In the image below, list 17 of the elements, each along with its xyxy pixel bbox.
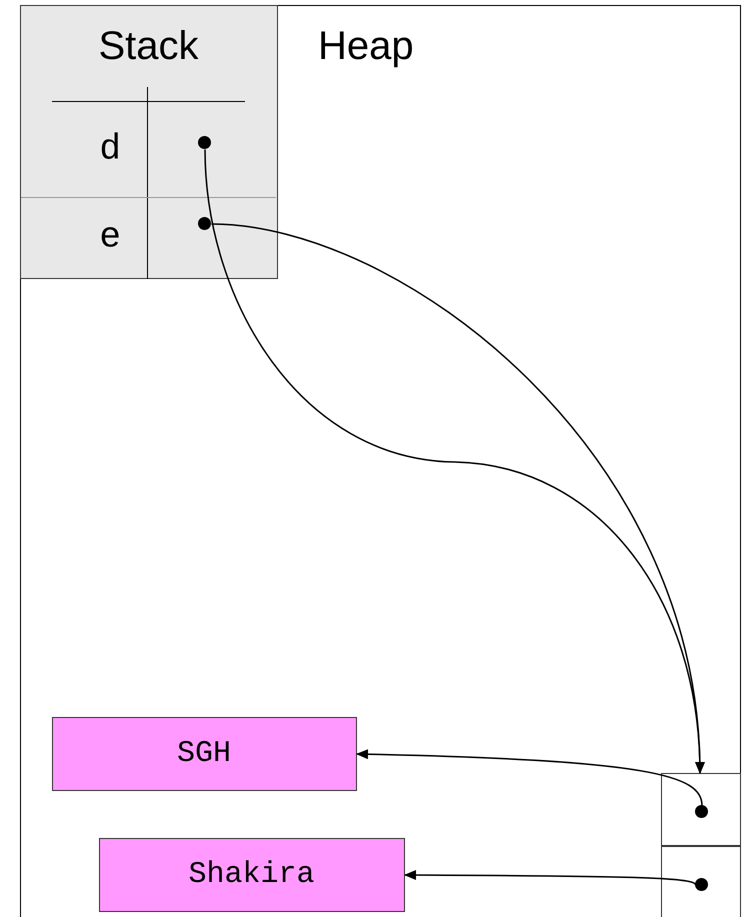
heap-heading: Heap <box>318 24 414 69</box>
pointer-dot <box>694 878 708 890</box>
pointer-dot <box>198 136 210 148</box>
pointer-dot <box>694 804 708 818</box>
string-object-box <box>98 838 404 912</box>
array-object <box>660 772 740 917</box>
pointer-arrow <box>404 870 696 886</box>
string-object-box <box>52 716 356 790</box>
pointer-dot <box>198 216 210 230</box>
stack-heading: Stack <box>97 24 200 68</box>
variable-name: d <box>99 128 121 170</box>
pointer-arrow <box>356 749 703 806</box>
stack-frame <box>20 4 278 278</box>
string-value: SGH <box>176 736 232 770</box>
variable-name: e <box>99 216 121 258</box>
string-value: Shakira <box>187 858 316 892</box>
heap-region <box>20 5 741 917</box>
